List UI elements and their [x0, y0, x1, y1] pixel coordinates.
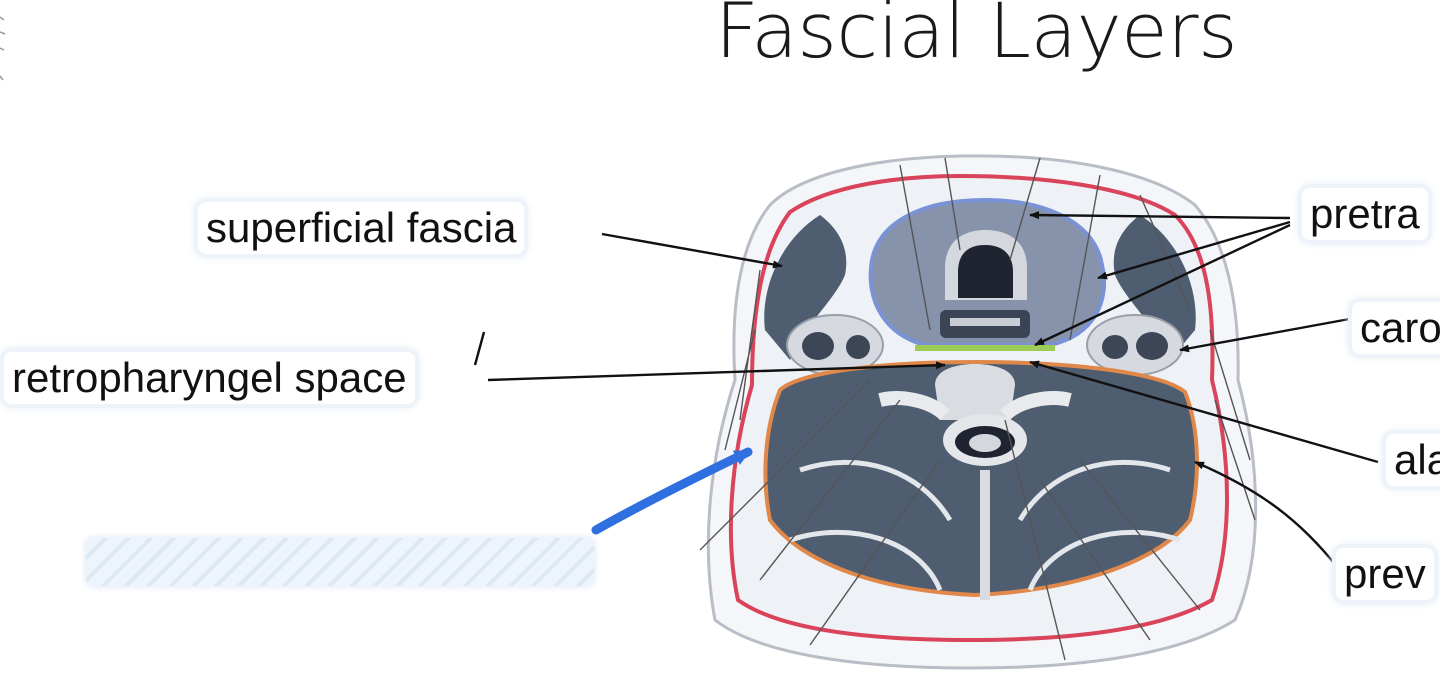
- vertebral-body: [935, 364, 1015, 420]
- prevertebral-label: prev: [1336, 548, 1434, 600]
- label-arrows: [473, 211, 1379, 569]
- vertebral-processes: [878, 391, 1072, 421]
- pretracheal-arrow-2: [1097, 220, 1291, 280]
- superficial-fascia-label: superficial fascia: [198, 202, 525, 254]
- alar-label: ala: [1386, 434, 1440, 486]
- superficial-fascia-arrow: [601, 232, 783, 269]
- carotid-arrow: [1179, 316, 1356, 353]
- carotid-label: caro: [1352, 302, 1440, 354]
- right-carotid-sheath: [1086, 314, 1184, 376]
- cursor-tick: [473, 331, 486, 366]
- alar-arrow: [1029, 360, 1379, 464]
- trachea-lumen: [958, 245, 1013, 298]
- spinal-cord: [969, 434, 1001, 452]
- hidden-answer-label[interactable]: [86, 538, 594, 586]
- blue-pointer-arrow: [591, 447, 753, 535]
- figure-leader-lines: [699, 157, 1256, 661]
- pretracheal-arrow-1: [1029, 211, 1291, 220]
- retropharyngel-space-label: retropharyngel space: [4, 352, 415, 404]
- pretracheal-arrow-3: [1034, 223, 1291, 347]
- prevertebral-arrow: [1194, 460, 1339, 569]
- retropharyngel-space-arrow: [487, 361, 946, 382]
- pretracheal-label: pretra: [1302, 188, 1428, 240]
- left-scm-muscle: [764, 215, 847, 360]
- edge-mark: [0, 16, 6, 81]
- left-carotid-sheath: [786, 314, 884, 376]
- page-title: Fascial Layers: [715, 0, 1238, 75]
